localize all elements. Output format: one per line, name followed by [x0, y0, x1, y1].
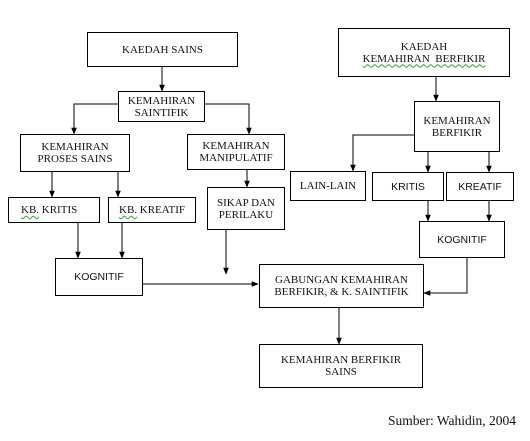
node-gabungan: GABUNGAN KEMAHIRAN BERFIKIR, & K. SAINTI… — [259, 264, 424, 308]
node-sikap-dan-perilaku: SIKAP DAN PERILAKU — [207, 187, 285, 230]
node-kaedah-sains: KAEDAH SAINS — [87, 32, 238, 67]
node-kb-kreatif: KB. KREATIF — [108, 197, 196, 223]
arrow-kognitif-to-gabungan-right — [423, 258, 468, 296]
node-kaedah-kemahiran-berfikir: KAEDAH KEMAHIRAN BERFIKIR — [338, 28, 510, 77]
kaedah-line1: KAEDAH — [400, 40, 448, 53]
node-kemahiran-berfikir: KEMAHIRAN BERFIKIR — [414, 101, 500, 152]
node-kemahiran-saintifik: KEMAHIRAN SAINTIFIK — [118, 91, 205, 122]
arrow-saintifik-to-manipulatif — [205, 103, 252, 135]
node-kb-kritis: KB. KRITIS — [8, 197, 100, 223]
arrow-berfikir-to-lain-lain — [350, 134, 414, 172]
source-caption: Sumber: Wahidin, 2004 — [387, 413, 516, 428]
kb-kreatif-label: KREATIF — [137, 204, 186, 216]
node-kemahiran-manipulatif: KEMAHIRAN MANIPULATIF — [187, 134, 285, 170]
kb-kritis-prefix: KB. — [21, 204, 40, 216]
node-kemahiran-berfikir-sains: KEMAHIRAN BERFIKIR SAINS — [259, 344, 423, 388]
kb-kreatif-prefix: KB. — [119, 204, 138, 216]
node-kognitif-left: KOGNITIF — [55, 258, 143, 296]
node-lain-lain: LAIN-LAIN — [290, 171, 366, 201]
node-kritis: KRITIS — [372, 172, 444, 201]
kb-kritis-label: KRITIS — [39, 204, 78, 216]
node-kreatif: KREATIF — [446, 172, 514, 201]
node-kognitif-right: KOGNITIF — [419, 221, 505, 258]
node-kemahiran-proses-sains: KEMAHIRAN PROSES SAINS — [20, 134, 130, 172]
kaedah-line2: KEMAHIRAN BERFIKIR — [362, 52, 486, 65]
arrow-saintifik-to-proses — [71, 103, 118, 135]
